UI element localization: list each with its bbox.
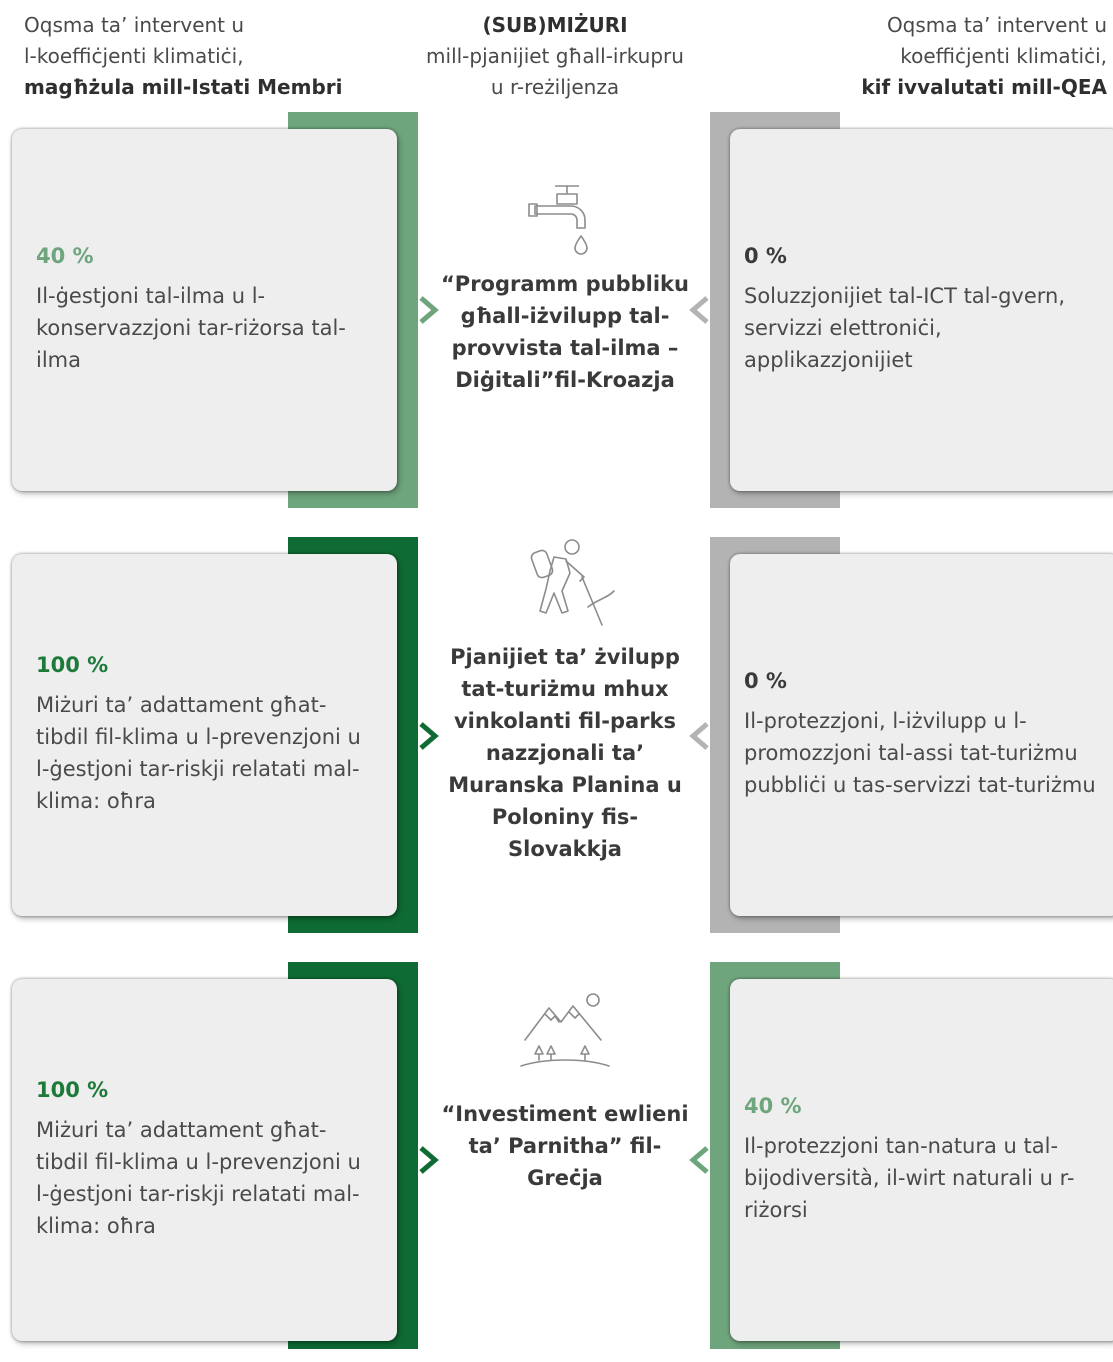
member-state-intervention-field: Miżuri ta’ adattament għat-tibdil fil-kl… — [36, 693, 361, 813]
measure-row-1: 40 % Il-ġestjoni tal-ilma u l-konservazz… — [0, 112, 1113, 512]
chevron-left-icon — [689, 296, 709, 324]
measure-row-3: 100 % Miżuri ta’ adattament għat-tibdil … — [0, 962, 1113, 1362]
measure-center: “Programm pubbliku għall-iżvilupp tal-pr… — [440, 180, 690, 396]
eca-card: 0 % Il-protezzjoni, l-iżvilupp u l-promo… — [730, 554, 1113, 916]
member-state-percentage: 40 % — [36, 244, 94, 268]
measure-center: “Investiment ewlieni ta’ Parnitha” fil-G… — [440, 990, 690, 1194]
member-state-card: 100 % Miżuri ta’ adattament għat-tibdil … — [12, 979, 397, 1341]
member-state-percentage: 100 % — [36, 1078, 109, 1102]
eca-percentage: 40 % — [744, 1094, 802, 1118]
header-center-bold: (SUB)MIŻURI — [482, 13, 628, 37]
measure-title: “Investiment ewlieni ta’ Parnitha” fil-G… — [441, 1102, 689, 1190]
measure-title: Pjanijiet ta’ żvilupp tat-turiżmu mhux v… — [448, 645, 682, 861]
header-left-line1: Oqsma ta’ intervent u — [24, 13, 245, 37]
measure-center: Pjanijiet ta’ żvilupp tat-turiżmu mhux v… — [440, 537, 690, 865]
member-state-percentage: 100 % — [36, 653, 109, 677]
header-right-line2: koeffiċjenti klimatiċi, — [900, 44, 1107, 68]
eca-intervention-field: Il-protezzjoni, l-iżvilupp u l-promozzjo… — [744, 709, 1096, 797]
header-center-line2: u r-reżiljenza — [490, 75, 620, 99]
header-left-line2: l-koeffiċjenti klimatiċi, — [24, 44, 244, 68]
chevron-left-icon — [689, 1146, 709, 1174]
eca-intervention-field: Soluzzjonijiet tal-ICT tal-gvern, serviz… — [744, 284, 1066, 372]
header-left-bold: magħżula mill-Istati Membri — [24, 75, 343, 99]
measure-title: “Programm pubbliku għall-iżvilupp tal-pr… — [441, 272, 689, 392]
header-center-line1: mill-pjanijiet għall-irkupru — [426, 44, 684, 68]
member-state-intervention-field: Il-ġestjoni tal-ilma u l-konservazzjoni … — [36, 284, 346, 372]
header-right-line1: Oqsma ta’ intervent u — [886, 13, 1107, 37]
eca-intervention-field: Il-protezzjoni tan-natura u tal-bijodive… — [744, 1134, 1075, 1222]
measure-row-2: 100 % Miżuri ta’ adattament għat-tibdil … — [0, 537, 1113, 937]
water-tap-icon — [528, 185, 588, 255]
chevron-right-icon — [419, 296, 439, 324]
eca-card: 0 % Soluzzjonijiet tal-ICT tal-gvern, se… — [730, 129, 1113, 491]
hiker-icon — [530, 539, 615, 626]
member-state-card: 100 % Miżuri ta’ adattament għat-tibdil … — [12, 554, 397, 916]
mountains-icon — [520, 993, 610, 1067]
header-left: Oqsma ta’ intervent u l-koeffiċjenti kli… — [24, 10, 384, 103]
eca-percentage: 0 % — [744, 669, 787, 693]
chevron-left-icon — [689, 722, 709, 750]
chevron-right-icon — [419, 722, 439, 750]
member-state-card: 40 % Il-ġestjoni tal-ilma u l-konservazz… — [12, 129, 397, 491]
header-right: Oqsma ta’ intervent u koeffiċjenti klima… — [747, 10, 1107, 103]
chevron-right-icon — [419, 1146, 439, 1174]
eca-percentage: 0 % — [744, 244, 787, 268]
eca-card: 40 % Il-protezzjoni tan-natura u tal-bij… — [730, 979, 1113, 1341]
header-right-bold: kif ivvalutati mill-QEA — [861, 75, 1107, 99]
header-center: (SUB)MIŻURI mill-pjanijiet għall-irkupru… — [395, 10, 715, 103]
member-state-intervention-field: Miżuri ta’ adattament għat-tibdil fil-kl… — [36, 1118, 361, 1238]
